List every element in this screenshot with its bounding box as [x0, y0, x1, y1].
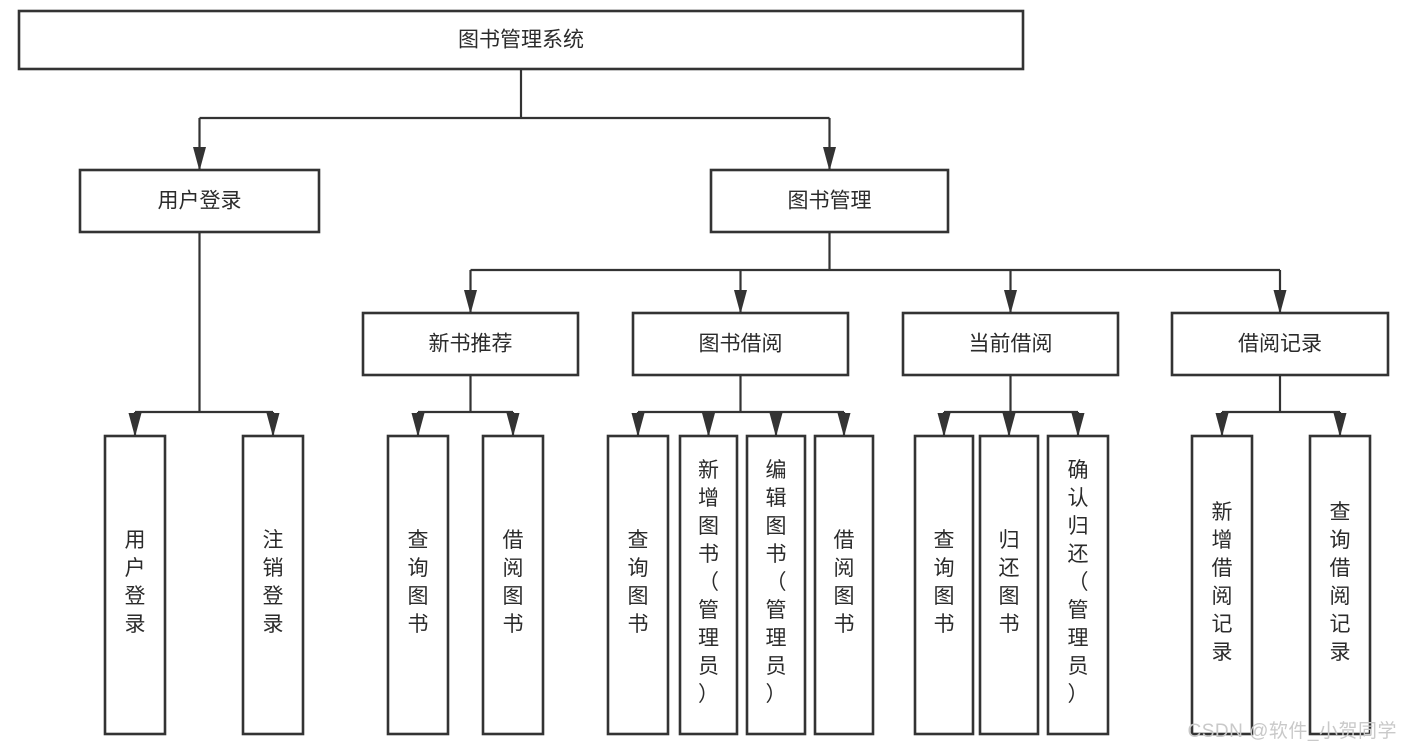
node-box	[17, 9, 1025, 71]
node-leaf-borrow-book-1[interactable]: 借阅图书	[481, 434, 545, 736]
node-book-manage[interactable]: 图书管理	[709, 168, 950, 234]
arrow-head-icon	[1273, 290, 1287, 314]
node-leaf-user-logout[interactable]: 注销登录	[241, 434, 305, 736]
arrow-head-icon	[411, 413, 425, 437]
node-box	[678, 434, 739, 736]
node-box	[606, 434, 670, 736]
node-label: 确认归还（管理员）	[1068, 459, 1089, 706]
node-box	[1046, 434, 1110, 736]
node-label: 借阅图书	[834, 529, 855, 636]
arrow-head-icon	[837, 413, 851, 437]
arrow-head-icon	[464, 290, 477, 314]
node-label: 注销登录	[263, 529, 284, 636]
node-box	[386, 434, 450, 736]
arrow-head-icon	[823, 147, 836, 171]
arrow-head-icon	[1071, 413, 1085, 437]
arrow-head-icon	[702, 413, 715, 437]
node-label: 图书管理	[788, 190, 872, 213]
arrow-head-icon	[769, 413, 783, 437]
node-label: 图书管理系统	[458, 29, 584, 52]
node-leaf-user-login[interactable]: 用户登录	[103, 434, 167, 736]
node-label: 查询图书	[408, 529, 429, 636]
node-label: 查询图书	[934, 529, 955, 636]
arrow-head-icon	[1215, 413, 1229, 437]
arrow-head-icon	[1333, 413, 1347, 437]
node-label: 归还图书	[999, 529, 1020, 636]
node-leaf-add-book[interactable]: 新增图书（管理员）	[678, 434, 739, 736]
node-box	[913, 434, 975, 736]
node-leaf-query-book-1[interactable]: 查询图书	[386, 434, 450, 736]
node-label: 借阅记录	[1238, 333, 1322, 356]
node-label: 新书推荐	[429, 333, 513, 356]
node-box	[813, 434, 875, 736]
arrow-head-icon	[193, 147, 206, 171]
node-leaf-edit-book[interactable]: 编辑图书（管理员）	[745, 434, 807, 736]
arrow-head-icon	[506, 413, 520, 437]
arrow-head-icon	[734, 290, 747, 314]
node-box	[631, 311, 850, 377]
node-box	[709, 168, 950, 234]
node-leaf-return-book[interactable]: 归还图书	[978, 434, 1040, 736]
node-label: 新增图书（管理员）	[698, 459, 719, 706]
arrow-head-icon	[631, 413, 645, 437]
node-box	[1308, 434, 1372, 736]
node-box	[901, 311, 1120, 377]
node-book-borrow[interactable]: 图书借阅	[631, 311, 850, 377]
node-box	[1170, 311, 1390, 377]
node-label: 当前借阅	[969, 333, 1053, 356]
node-box	[481, 434, 545, 736]
node-box	[241, 434, 305, 736]
node-label: 图书借阅	[699, 333, 783, 356]
node-box	[361, 311, 580, 377]
node-current-borrow[interactable]: 当前借阅	[901, 311, 1120, 377]
node-leaf-borrow-book-2[interactable]: 借阅图书	[813, 434, 875, 736]
arrow-head-icon	[266, 413, 280, 437]
node-leaf-query-borrow-record[interactable]: 查询借阅记录	[1308, 434, 1372, 736]
node-label: 新增借阅记录	[1212, 501, 1233, 664]
node-borrow-record[interactable]: 借阅记录	[1170, 311, 1390, 377]
node-box	[745, 434, 807, 736]
node-box	[78, 168, 321, 234]
arrow-head-icon	[937, 413, 951, 437]
node-label: 借阅图书	[503, 529, 524, 636]
arrow-head-icon	[1004, 290, 1017, 314]
node-box	[103, 434, 167, 736]
node-leaf-add-borrow-record[interactable]: 新增借阅记录	[1190, 434, 1254, 736]
node-label: 用户登录	[158, 190, 242, 213]
edge-layer	[128, 69, 1347, 437]
node-user-login[interactable]: 用户登录	[78, 168, 321, 234]
node-leaf-query-book-2[interactable]: 查询图书	[606, 434, 670, 736]
node-label: 用户登录	[125, 529, 146, 636]
node-label: 查询图书	[628, 529, 649, 636]
node-box	[978, 434, 1040, 736]
node-new-book-recommend[interactable]: 新书推荐	[361, 311, 580, 377]
arrow-head-icon	[128, 413, 142, 437]
node-root[interactable]: 图书管理系统	[17, 9, 1025, 71]
node-leaf-confirm-return[interactable]: 确认归还（管理员）	[1046, 434, 1110, 736]
arrow-head-icon	[1002, 413, 1016, 437]
node-label: 编辑图书（管理员）	[766, 459, 787, 706]
node-label: 查询借阅记录	[1330, 501, 1351, 664]
node-leaf-query-book-3[interactable]: 查询图书	[913, 434, 975, 736]
node-box	[1190, 434, 1254, 736]
node-layer: 图书管理系统用户登录图书管理新书推荐图书借阅当前借阅借阅记录用户登录注销登录查询…	[17, 9, 1390, 736]
